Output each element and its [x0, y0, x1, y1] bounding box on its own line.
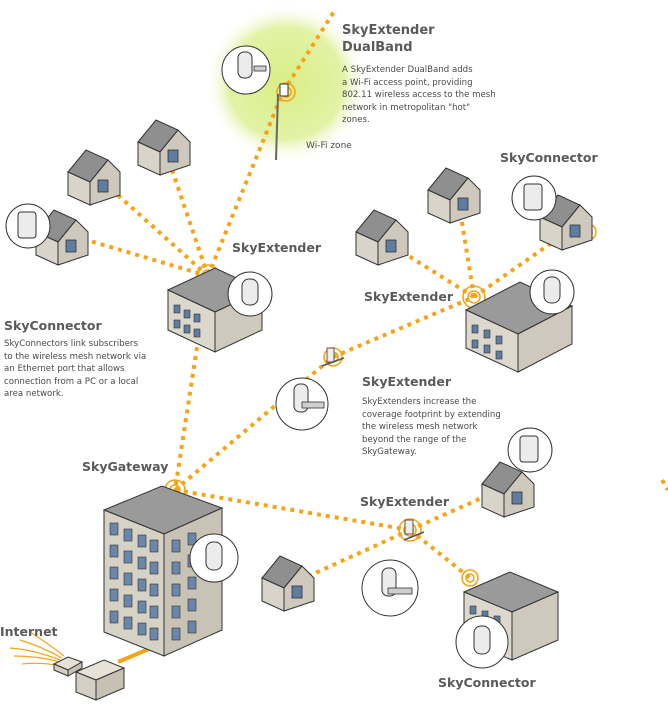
dualband-desc-line-4: network in metropolitan "hot": [342, 102, 471, 113]
dualband-title-line-2: DualBand: [342, 40, 413, 55]
house-top-2: [67, 149, 121, 206]
skyextender-desc-line-5: SkyGateway.: [362, 447, 417, 458]
house-bottom-right: [481, 461, 535, 518]
skyconnector-description: SkyConnectors link subscribers to the wi…: [4, 338, 146, 401]
skyextender-top-label: SkyExtender: [232, 240, 322, 255]
skyextender-bottom-label: SkyExtender: [360, 494, 450, 509]
skyextender-description: SkyExtenders increase the coverage footp…: [362, 396, 501, 459]
skyconnector-bottom-label: SkyConnector: [438, 675, 536, 690]
house-right-2: [427, 167, 481, 224]
skyconnector-left-label: SkyConnector: [4, 318, 102, 333]
callout-skyconnector-bottom-radio: [455, 615, 509, 669]
network-switch-box: [74, 659, 126, 701]
dualband-desc-line-1: A SkyExtender DualBand adds: [342, 65, 473, 75]
house-right-3: [539, 194, 593, 251]
skyextender-desc-line-2: coverage footprint by extending: [362, 409, 501, 420]
skyconnector-desc-line-4: connection from a PC or a local: [4, 376, 139, 387]
antenna-mast-bottom: [403, 519, 425, 541]
wifi-zone-label: Wi-Fi zone: [306, 141, 352, 151]
house-left-connector: [35, 209, 89, 266]
callout-skyextender-mid-radio: [275, 377, 329, 431]
skyconnector-top-right-label: SkyConnector: [500, 150, 598, 165]
skyconnector-desc-line-5: area network.: [4, 389, 64, 400]
skyextender-desc-line-3: the wireless mesh network: [362, 422, 478, 433]
skyconnector-desc-line-2: to the wireless mesh network via: [4, 351, 147, 362]
skyextender-desc-line-1: SkyExtenders increase the: [362, 397, 477, 407]
dualband-desc-line-2: a Wi-Fi access point, providing: [342, 77, 473, 88]
callout-skyconnector-top-right-radio: [511, 175, 557, 221]
callout-skyextender-top-radio: [227, 271, 273, 317]
callout-skyconnector-far-right-radio: [507, 427, 553, 473]
house-right-1: [355, 209, 409, 266]
callout-skygateway-radio: [189, 533, 239, 583]
modem-box: [52, 656, 84, 677]
dualband-title: SkyExtender DualBand: [342, 22, 435, 56]
callout-skyextender-bottom-radio: [361, 559, 419, 617]
dualband-antenna-pole: [275, 83, 289, 161]
house-top-1: [137, 119, 191, 176]
house-bottom-left: [261, 555, 315, 612]
skyconnector-desc-line-3: an Ethernet port that allows: [4, 364, 125, 375]
skygateway-label: SkyGateway: [82, 459, 169, 474]
dualband-description: A SkyExtender DualBand adds a Wi-Fi acce…: [342, 64, 496, 127]
dualband-title-line-1: SkyExtender: [342, 23, 435, 38]
callout-skyextender-right-radio: [529, 269, 575, 315]
skyextender-mid-label: SkyExtender: [362, 374, 452, 389]
internet-fibers: [9, 631, 65, 667]
skyconnector-desc-line-1: SkyConnectors link subscribers: [4, 339, 138, 349]
dualband-desc-line-5: zones.: [342, 115, 370, 126]
callout-skyconnector-left-radio: [5, 203, 51, 249]
antenna-mast-mid: [321, 347, 345, 367]
wireless-links: [79, 8, 668, 582]
skyextender-right-label: SkyExtender: [364, 289, 454, 304]
callout-dualband-radio: [221, 45, 271, 95]
dualband-desc-line-3: 802.11 wireless access to the mesh: [342, 90, 496, 101]
skyextender-desc-line-4: beyond the range of the: [362, 434, 467, 445]
internet-label: Internet: [0, 624, 58, 639]
